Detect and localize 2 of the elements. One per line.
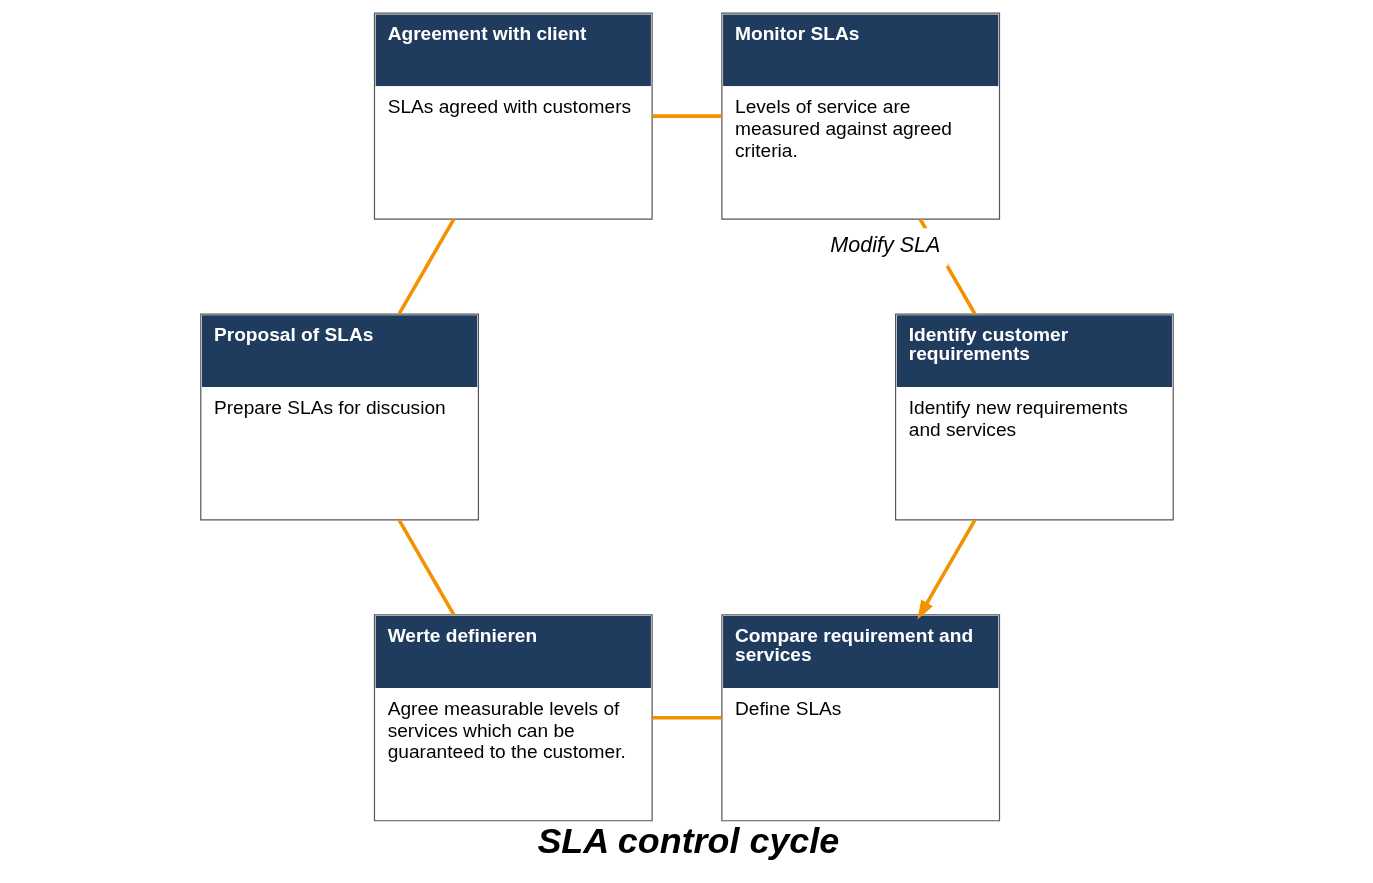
- edge-label: Modify SLA: [829, 232, 940, 257]
- diagram-title: SLA control cycle: [536, 821, 839, 862]
